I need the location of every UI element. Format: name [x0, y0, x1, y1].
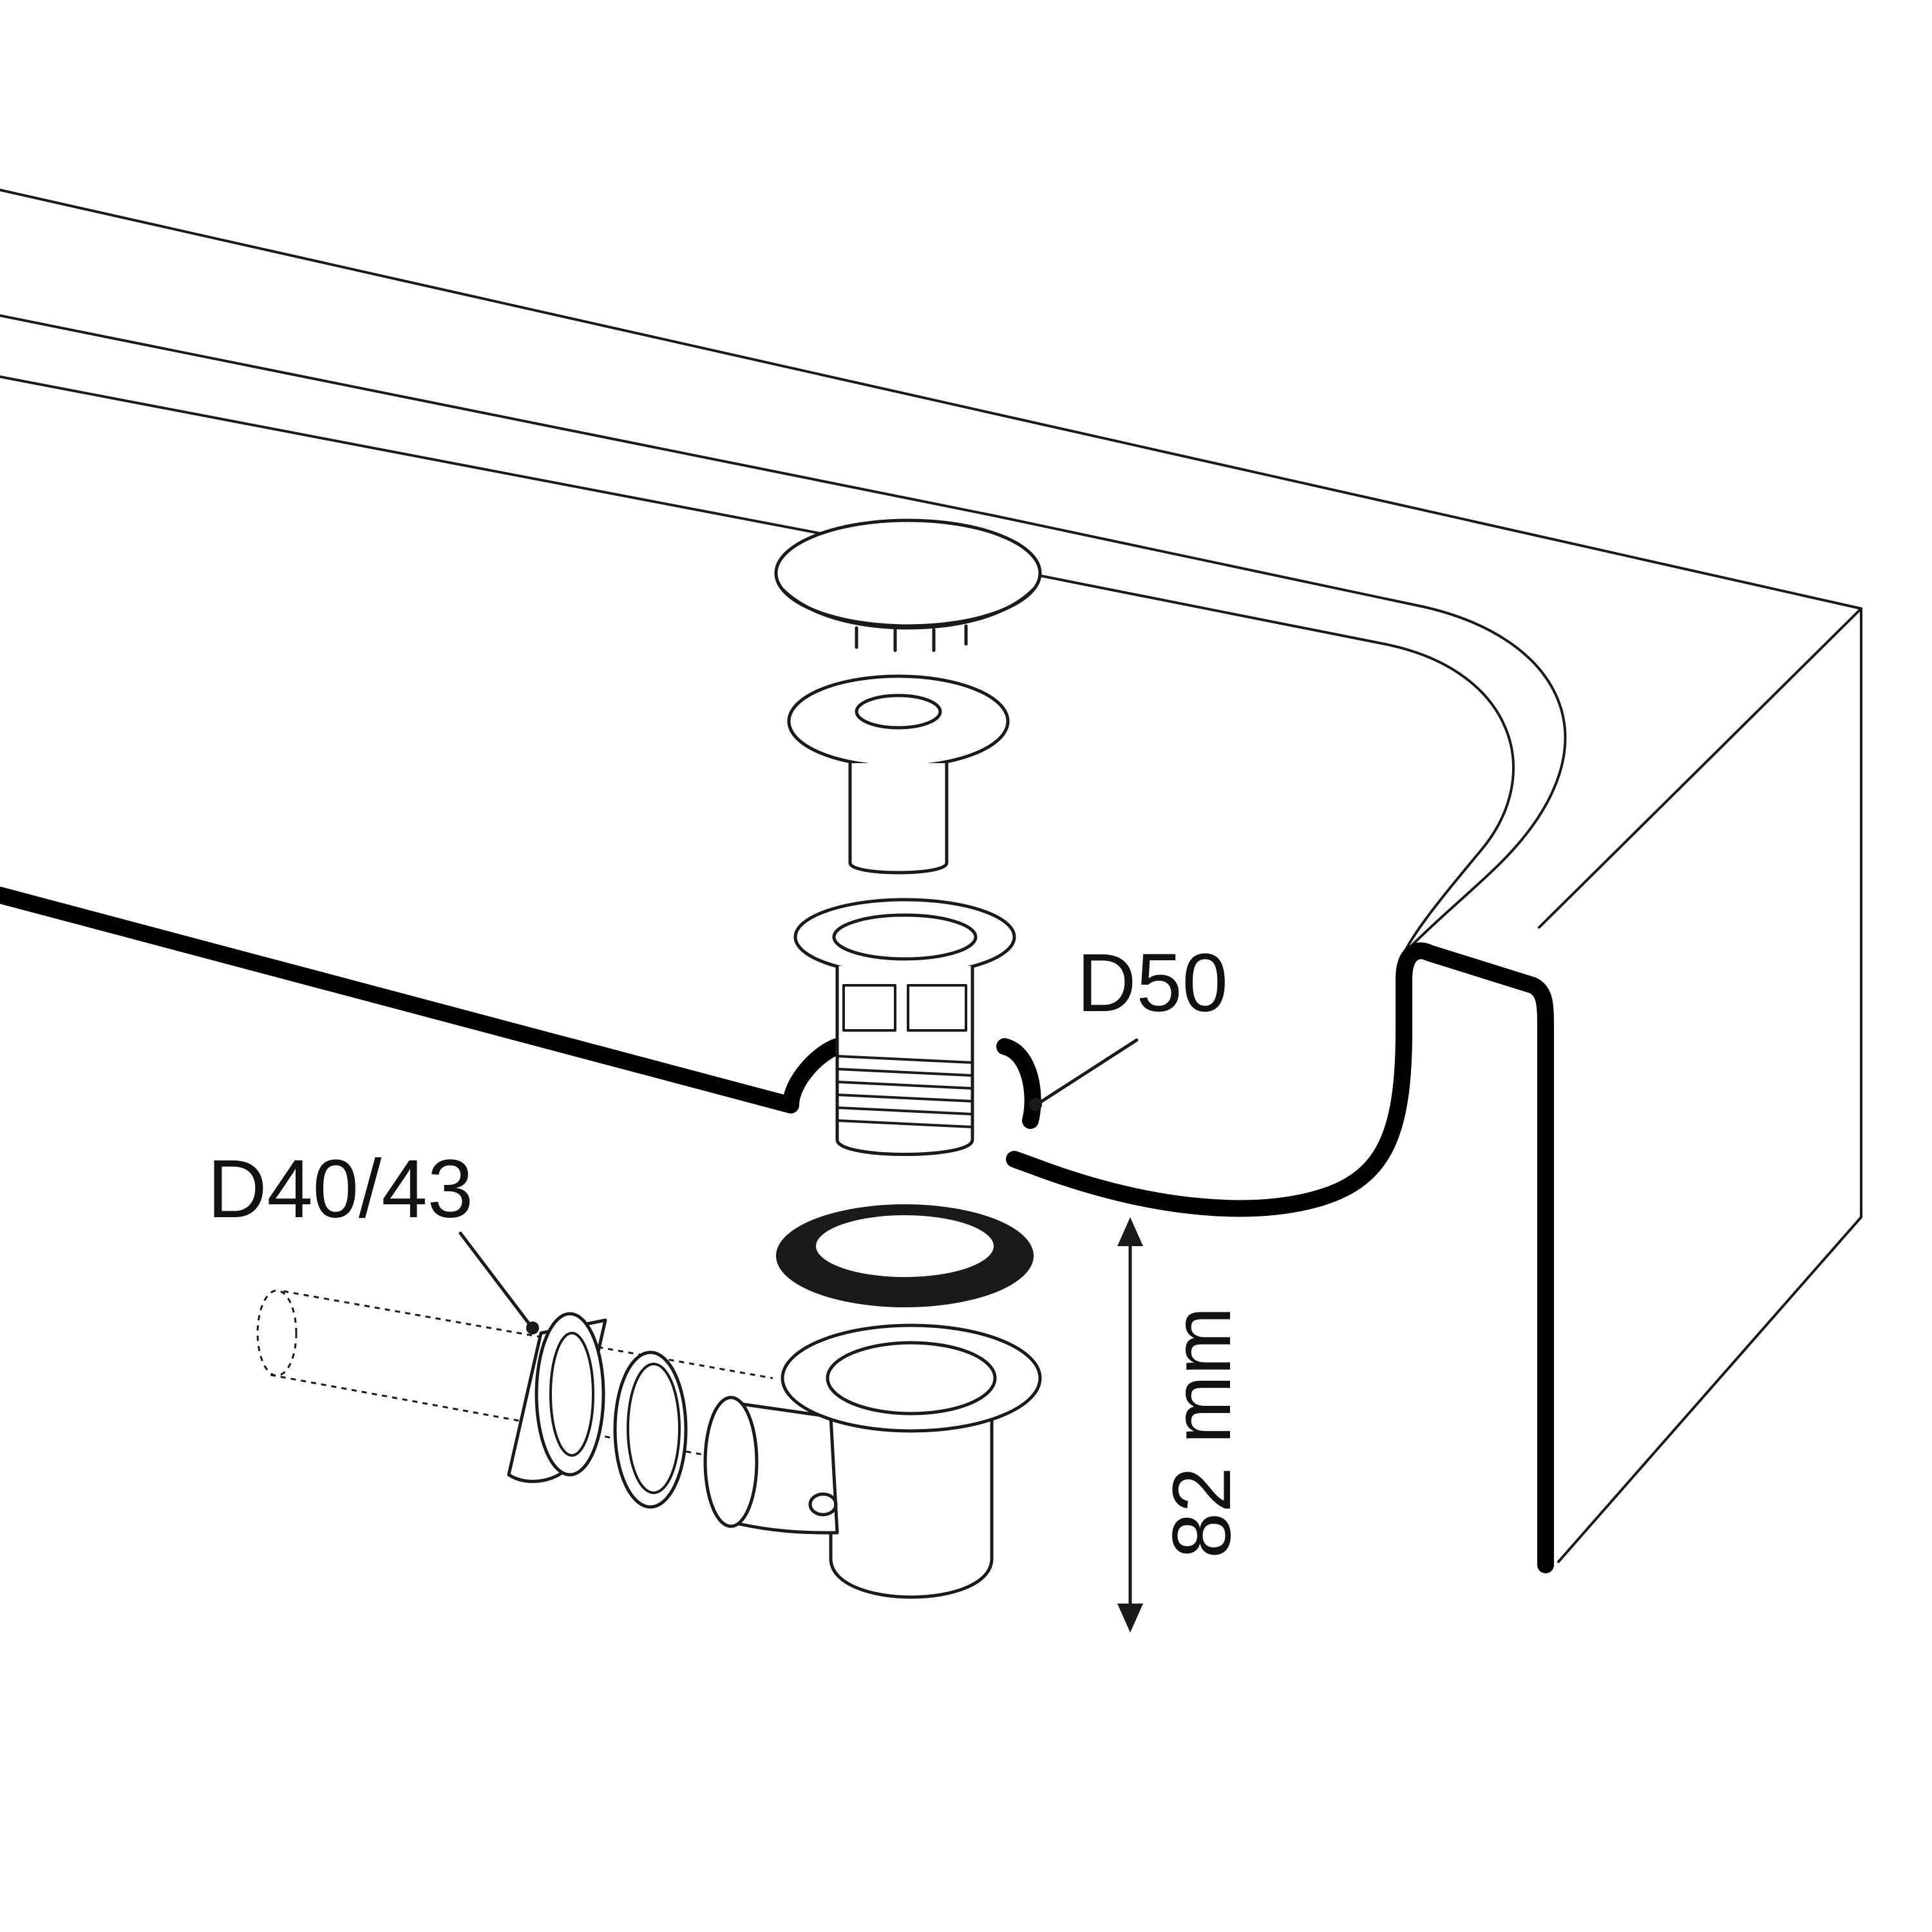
cover-cap-clips	[855, 624, 968, 652]
cover-cap-top	[774, 518, 1042, 628]
seal-ring	[613, 1350, 688, 1509]
height-label: 82 mm	[1156, 1307, 1248, 1558]
drain-body-opening	[832, 913, 978, 961]
drain-body-window-right	[907, 984, 967, 1032]
trap-outlet-collar	[703, 1396, 759, 1528]
outlet-diameter-label: D40/43	[207, 1143, 473, 1235]
outlet-pipe-ghost	[256, 1289, 773, 1466]
height-dimension	[1117, 1217, 1143, 1633]
tray-inner-rim-curve	[990, 514, 1567, 954]
tray-top-edge-middle	[0, 314, 993, 516]
trap-pot	[829, 1417, 994, 1599]
seal-ring-outer	[613, 1350, 688, 1509]
rubber-gasket	[776, 1204, 1034, 1307]
strainer	[787, 674, 1010, 875]
drain-body	[793, 898, 1016, 1156]
drain-body-window-left	[842, 984, 896, 1032]
drain-body-flange	[793, 898, 1016, 976]
strainer-knob	[855, 694, 942, 730]
tray-front-corner	[1538, 607, 1862, 929]
cover-cap-rim	[781, 587, 1036, 630]
leader-drain-diameter	[1035, 1038, 1139, 1106]
tray-top-edge-outer	[0, 189, 1862, 610]
height-arrow-top	[1117, 1217, 1143, 1246]
tray-cross-section	[0, 887, 1554, 1573]
strainer-stem	[848, 763, 949, 875]
leader-outlet-diameter-dot	[526, 1321, 539, 1334]
union-nut	[507, 1312, 607, 1483]
trap-pin	[808, 1492, 838, 1517]
union-nut-bore	[549, 1332, 594, 1457]
leader-outlet-diameter	[459, 1231, 533, 1329]
height-arrow-bottom	[1117, 1604, 1143, 1633]
drain-diameter-label: D50	[1077, 937, 1228, 1029]
trap-flange	[781, 1323, 1042, 1433]
cover-cap	[774, 518, 1042, 652]
leaders	[459, 1038, 1139, 1334]
trap-inlet	[826, 1341, 997, 1416]
tray-basin-curve	[994, 565, 1515, 954]
seal-ring-inner	[627, 1363, 681, 1494]
trap-body	[703, 1323, 1042, 1599]
gasket-inner	[813, 1213, 996, 1280]
leader-drain-diameter-dot	[1029, 1098, 1042, 1111]
drain-body-threads	[836, 1055, 974, 1128]
shower-tray	[0, 189, 1862, 1573]
tray-right-side-top	[1557, 607, 1862, 1563]
